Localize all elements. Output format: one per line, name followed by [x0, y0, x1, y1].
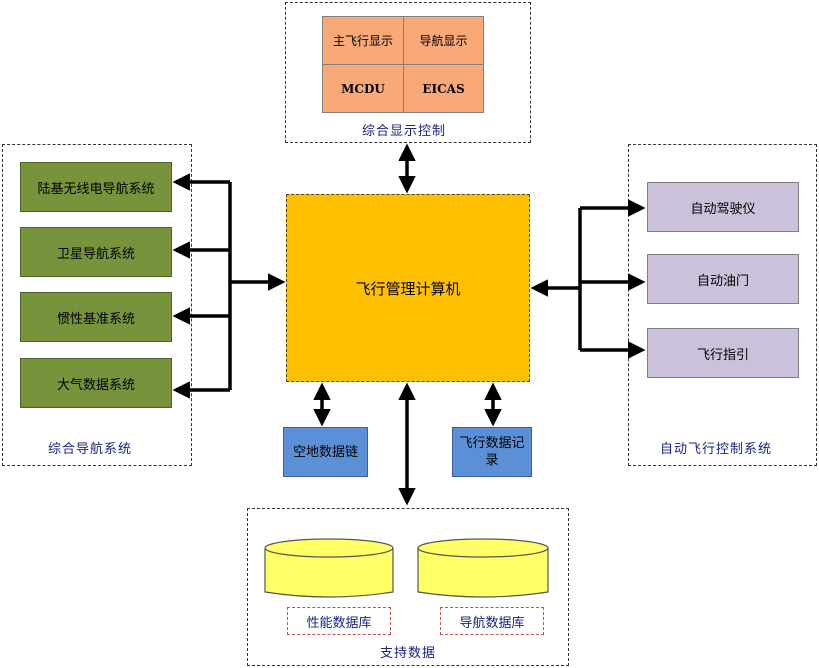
- nav-item-ground-radio: 陆基无线电导航系统: [20, 162, 172, 212]
- nav-group-label: 综合导航系统: [48, 442, 133, 457]
- flight-director-box: 飞行指引: [647, 328, 799, 378]
- eicas-cell: EICAS: [403, 64, 484, 113]
- mcdu-cell: MCDU: [322, 64, 404, 113]
- nav-group: [2, 144, 192, 466]
- eicas-label: EICAS: [422, 81, 465, 96]
- primary-flight-display-cell: 主飞行显示: [322, 16, 404, 65]
- flight-data-recorder-box: 飞行数据记录: [452, 427, 532, 477]
- performance-database-label: 性能数据库: [287, 607, 391, 635]
- display-group: [285, 2, 531, 143]
- nav-item-air-data: 大气数据系统: [20, 358, 172, 408]
- mcdu-label: MCDU: [341, 81, 385, 96]
- flight-management-computer: 飞行管理计算机: [286, 194, 530, 382]
- support-data-label: 支持数据: [380, 646, 437, 661]
- autoflight-group: [628, 144, 817, 466]
- display-group-label: 综合显示控制: [362, 124, 447, 139]
- nd-label: 导航显示: [419, 34, 468, 48]
- navigation-database-label: 导航数据库: [440, 607, 544, 635]
- autothrottle-box: 自动油门: [647, 254, 799, 304]
- support-data-group: [247, 508, 569, 666]
- pfd-label: 主飞行显示: [332, 34, 393, 48]
- nav-item-satellite: 卫星导航系统: [20, 227, 172, 277]
- datalink-box: 空地数据链: [283, 427, 368, 477]
- autopilot-box: 自动驾驶仪: [647, 182, 799, 232]
- autoflight-group-label: 自动飞行控制系统: [660, 442, 773, 457]
- navigation-display-cell: 导航显示: [403, 16, 484, 65]
- nav-item-inertial: 惯性基准系统: [20, 292, 172, 342]
